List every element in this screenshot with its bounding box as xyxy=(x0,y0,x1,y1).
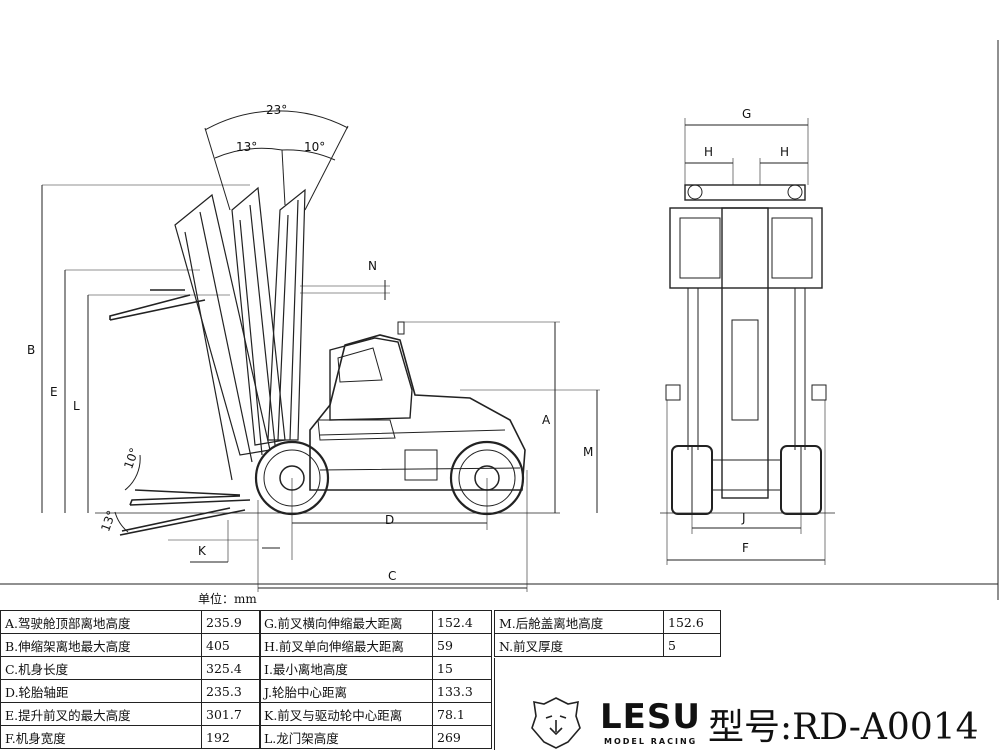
dim-fork-down-tilt: 10° xyxy=(121,446,141,471)
spec-label: F.机身宽度 xyxy=(0,725,202,749)
spec-value: 152.4 xyxy=(432,610,492,634)
dim-label-n: N xyxy=(368,259,377,273)
spec-value: 5 xyxy=(663,633,721,657)
dim-label-h-right: H xyxy=(780,145,789,159)
spec-value: 269 xyxy=(432,725,492,749)
spec-label: E.提升前叉的最大高度 xyxy=(0,702,202,726)
brand-area xyxy=(494,658,1000,750)
spec-label: I.最小离地高度 xyxy=(259,656,433,680)
dim-label-a: A xyxy=(542,413,551,427)
unit-label: 单位：mm xyxy=(198,592,257,606)
dim-front-tilt: 10° xyxy=(304,140,325,154)
dim-label-m: M xyxy=(583,445,593,459)
spec-label: J.轮胎中心距离 xyxy=(259,679,433,703)
dim-label-d: D xyxy=(385,513,394,527)
spec-label: N.前叉厚度 xyxy=(494,633,664,657)
technical-drawing: 23° 13° 10° 10° 13° B E L N A M D K C G … xyxy=(0,40,999,600)
spec-value: 325.4 xyxy=(201,656,261,680)
dim-label-c: C xyxy=(388,569,396,583)
dim-label-b: B xyxy=(27,343,35,357)
spec-label: K.前叉与驱动轮中心距离 xyxy=(259,702,433,726)
brand-subtitle: MODEL RACING xyxy=(604,737,698,746)
dim-fork-up-tilt: 13° xyxy=(98,509,118,534)
dim-label-l: L xyxy=(73,399,80,413)
brand-logo-text: LESU xyxy=(600,697,701,737)
spec-value: 301.7 xyxy=(201,702,261,726)
spec-value: 152.6 xyxy=(663,610,721,634)
spec-value: 15 xyxy=(432,656,492,680)
model-number: 型号:RD-A0014 xyxy=(708,707,979,748)
spec-value: 133.3 xyxy=(432,679,492,703)
spec-label: C.机身长度 xyxy=(0,656,202,680)
spec-label: L.龙门架高度 xyxy=(259,725,433,749)
spec-label: M.后舱盖离地高度 xyxy=(494,610,664,634)
dim-label-k: K xyxy=(198,544,207,558)
lion-logo-icon xyxy=(531,697,581,749)
spec-label: A.驾驶舱顶部离地高度 xyxy=(0,610,202,634)
spec-value: 192 xyxy=(201,725,261,749)
spec-label: H.前叉单向伸缩最大距离 xyxy=(259,633,433,657)
dim-label-h-left: H xyxy=(704,145,713,159)
dim-back-tilt: 13° xyxy=(236,140,257,154)
dim-total-tilt: 23° xyxy=(266,103,287,117)
front-view xyxy=(660,118,835,565)
spec-value: 235.9 xyxy=(201,610,261,634)
spec-value: 59 xyxy=(432,633,492,657)
dim-label-e: E xyxy=(50,385,58,399)
spec-value: 405 xyxy=(201,633,261,657)
dim-label-f: F xyxy=(742,541,749,555)
spec-label: B.伸缩架离地最大高度 xyxy=(0,633,202,657)
spec-label: D.轮胎轴距 xyxy=(0,679,202,703)
dim-label-g: G xyxy=(742,107,751,121)
spec-value: 78.1 xyxy=(432,702,492,726)
side-view xyxy=(41,110,600,592)
dim-label-j: J xyxy=(741,511,746,525)
spec-value: 235.3 xyxy=(201,679,261,703)
spec-label: G.前叉横向伸缩最大距离 xyxy=(259,610,433,634)
